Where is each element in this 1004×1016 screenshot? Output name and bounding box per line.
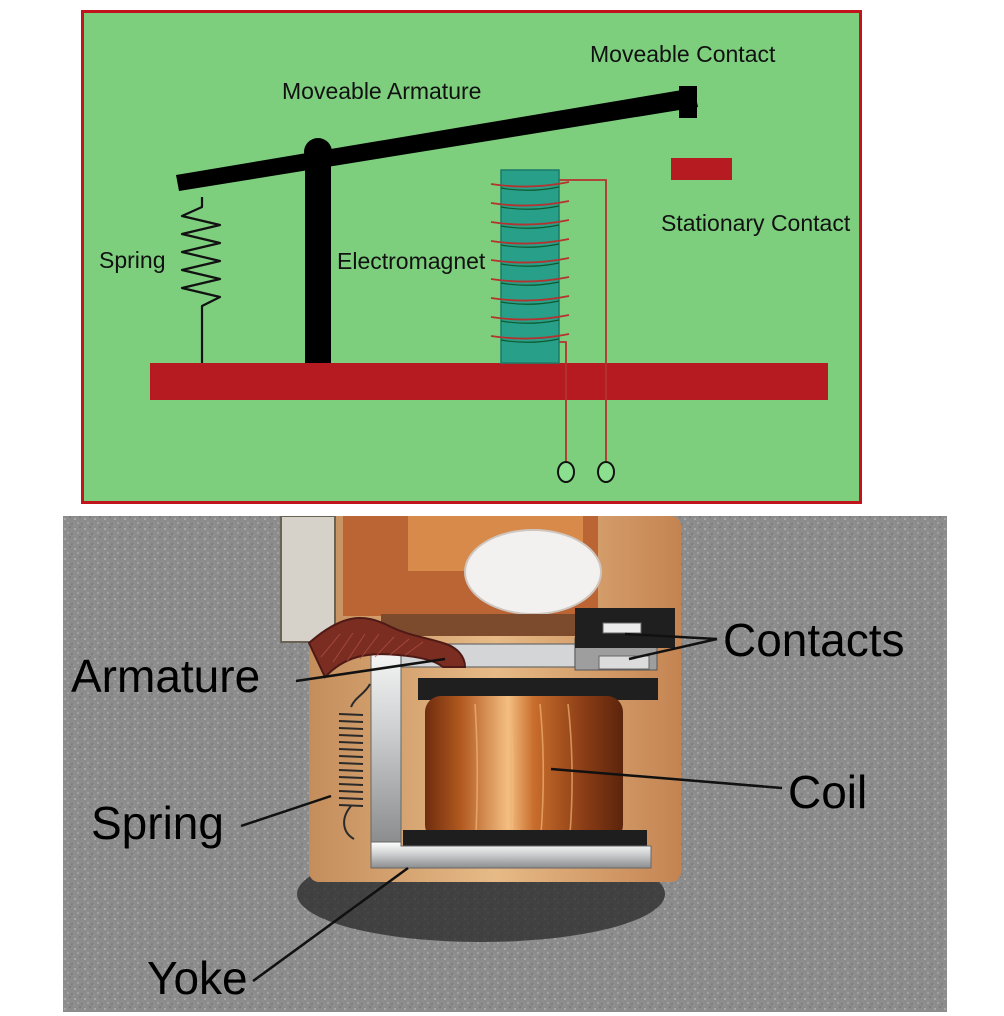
- braided-wire-texture: [320, 632, 424, 663]
- bobbin-top-flange: [418, 678, 658, 700]
- relay-schematic-diagram: Moveable Contact Moveable Armature Stati…: [81, 10, 862, 504]
- white-insulator: [464, 529, 602, 615]
- yoke-vertical: [370, 631, 402, 843]
- moveable-armature-bar: [176, 88, 698, 191]
- photo-callout-lines: [240, 632, 783, 983]
- upper-contact-point: [602, 622, 642, 634]
- label-spring-schematic: Spring: [99, 247, 165, 273]
- relay-coil: [425, 696, 623, 841]
- label-spring-photo: Spring: [91, 797, 224, 849]
- relay-schematic-panel: Moveable Contact Moveable Armature Stati…: [81, 10, 862, 504]
- yoke-horizontal: [370, 841, 652, 869]
- coil-lead-right: [559, 179, 607, 462]
- relay-photo-illustration: Contacts Armature Coil Spring Yoke: [63, 516, 947, 1012]
- label-moveable-armature: Moveable Armature: [282, 78, 481, 104]
- moveable-contact-tip: [679, 86, 697, 118]
- label-yoke: Yoke: [147, 952, 248, 1004]
- label-stationary-contact: Stationary Contact: [661, 210, 851, 236]
- label-armature: Armature: [71, 650, 260, 702]
- braided-wire: [307, 617, 467, 679]
- terminal-right: [597, 461, 615, 483]
- label-moveable-contact: Moveable Contact: [590, 41, 776, 67]
- label-electromagnet: Electromagnet: [337, 248, 486, 274]
- label-contacts: Contacts: [723, 614, 905, 666]
- pivot-post: [305, 158, 331, 363]
- electromagnet-coil-windings: [490, 181, 570, 340]
- relay-photo-panel: Contacts Armature Coil Spring Yoke: [63, 516, 947, 1012]
- schematic-background: [81, 10, 862, 504]
- coil-highlights: [474, 703, 573, 835]
- base-bar: [150, 363, 828, 400]
- electromagnet-coil-shadow: [500, 186, 560, 343]
- coil-lead-left: [559, 341, 567, 462]
- label-coil: Coil: [788, 766, 867, 818]
- schematic-spring: [180, 197, 222, 363]
- stationary-contact-block: [671, 158, 732, 180]
- relay-side-frame: [280, 516, 336, 643]
- relay-spring: [338, 683, 371, 840]
- lower-contact-point: [598, 655, 650, 670]
- terminal-left: [557, 461, 575, 483]
